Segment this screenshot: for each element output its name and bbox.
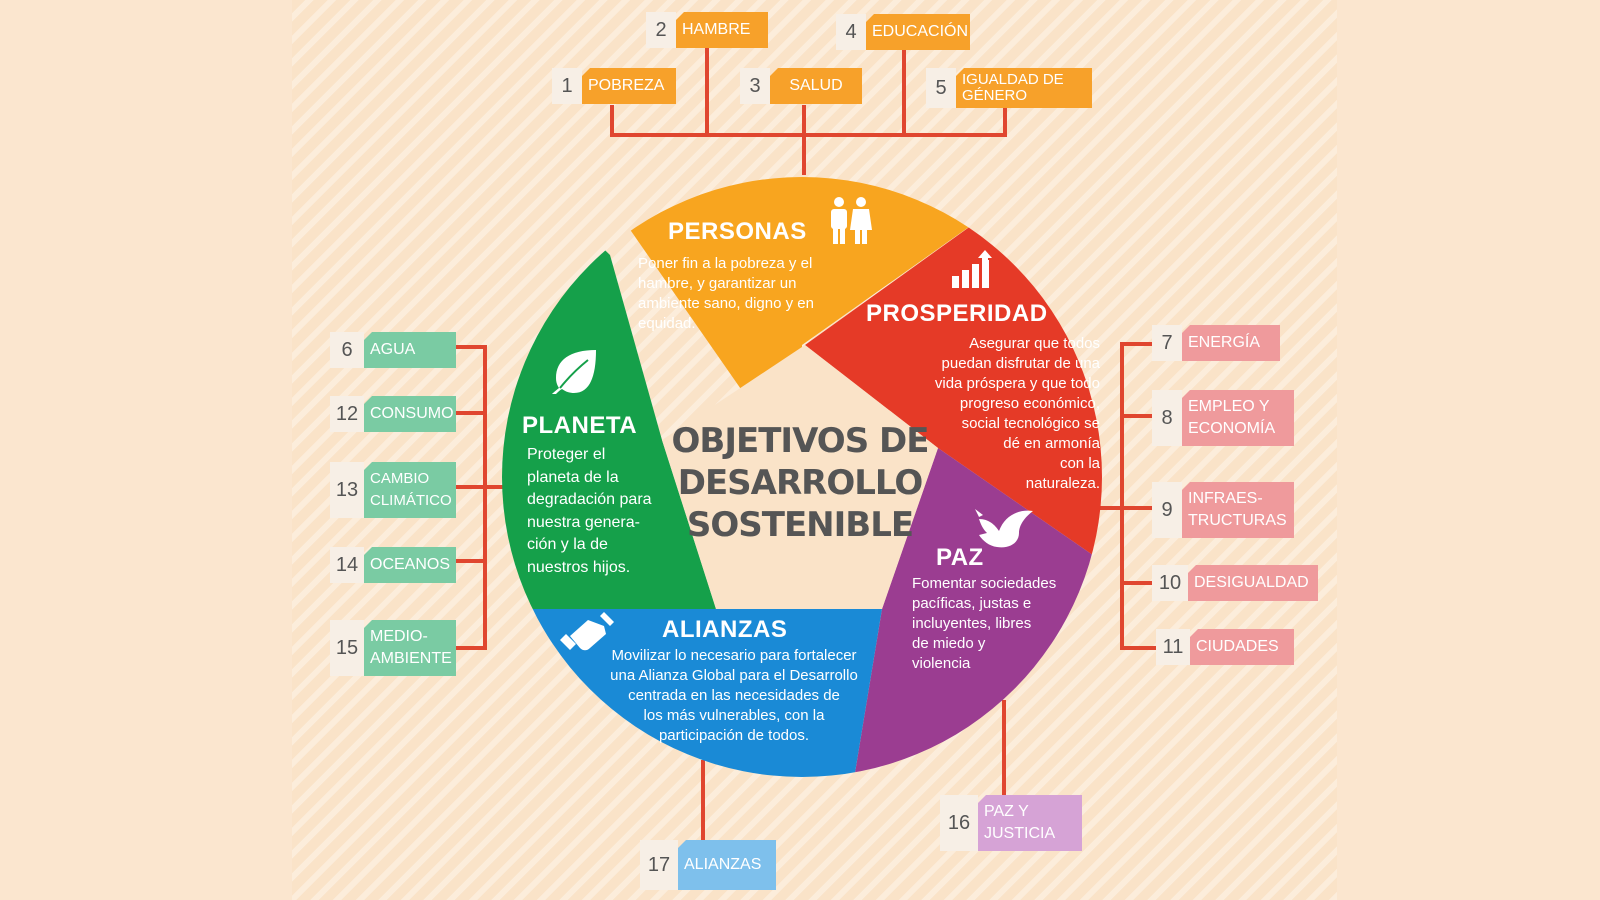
goal-number: 13: [330, 462, 364, 518]
goal-2[interactable]: 2 HAMBRE: [646, 12, 768, 48]
goal-14[interactable]: 14 OCEANOS: [330, 547, 456, 583]
goal-number: 6: [330, 332, 364, 368]
bar-chart-icon: [952, 250, 992, 288]
goal-number: 14: [330, 547, 364, 583]
goal-label: PAZ Y JUSTICIA: [978, 795, 1082, 851]
goal-label: INFRAES- TRUCTURAS: [1182, 482, 1294, 538]
goal-number: 2: [646, 12, 676, 48]
goal-label: AGUA: [364, 332, 456, 368]
paz-title: PAZ: [936, 544, 984, 571]
goal-number: 3: [740, 68, 770, 104]
goal-13[interactable]: 13 CAMBIO CLIMÁTICO: [330, 462, 456, 518]
goal-11[interactable]: 11 CIUDADES: [1156, 629, 1294, 665]
goal-label: CONSUMO: [364, 396, 456, 432]
goal-label: EMPLEO Y ECONOMÍA: [1182, 390, 1294, 446]
personas-text: Poner fin a la pobreza y el hambre, y ga…: [638, 255, 814, 332]
alianzas-title: ALIANZAS: [662, 616, 788, 643]
goal-17[interactable]: 17 ALIANZAS: [640, 840, 776, 890]
goal-number: 1: [552, 68, 582, 104]
goal-label: MEDIO- AMBIENTE: [364, 620, 456, 676]
planeta-title: PLANETA: [522, 412, 638, 439]
goal-16[interactable]: 16 PAZ Y JUSTICIA: [940, 795, 1082, 851]
goal-number: 7: [1152, 325, 1182, 361]
goal-3[interactable]: 3 SALUD: [740, 68, 862, 104]
goal-label: CAMBIO CLIMÁTICO: [364, 462, 456, 518]
goal-label: DESIGUALDAD: [1188, 565, 1318, 601]
leaf-icon: [552, 350, 596, 394]
goal-10[interactable]: 10 DESIGUALDAD: [1152, 565, 1318, 601]
prosperidad-text: Asegurar que todos puedan disfrutar de u…: [934, 335, 1100, 492]
goal-5[interactable]: 5 IGUALDAD DE GÉNERO: [926, 68, 1092, 108]
goal-15[interactable]: 15 MEDIO- AMBIENTE: [330, 620, 456, 676]
goal-number: 4: [836, 14, 866, 50]
goal-label: CIUDADES: [1190, 629, 1294, 665]
goal-label: ALIANZAS: [678, 840, 776, 890]
goal-label: POBREZA: [582, 68, 676, 104]
goal-label: HAMBRE: [676, 12, 768, 48]
goal-1[interactable]: 1 POBREZA: [552, 68, 676, 104]
goal-number: 16: [940, 795, 978, 851]
goal-8[interactable]: 8 EMPLEO Y ECONOMÍA: [1152, 390, 1294, 446]
goal-number: 10: [1152, 565, 1188, 601]
personas-title: PERSONAS: [668, 218, 807, 245]
people-icon: [831, 197, 872, 244]
goal-label: IGUALDAD DE GÉNERO: [956, 68, 1092, 108]
goal-7[interactable]: 7 ENERGÍA: [1152, 325, 1280, 361]
goal-number: 15: [330, 620, 364, 676]
goal-number: 5: [926, 68, 956, 108]
goal-label: ENERGÍA: [1182, 325, 1280, 361]
center-title: OBJETIVOS DE DESARROLLO SOSTENIBLE: [671, 421, 930, 545]
prosperidad-title: PROSPERIDAD: [866, 300, 1048, 327]
handshake-icon: [560, 612, 614, 651]
segment-paz: [834, 448, 1102, 777]
goal-4[interactable]: 4 EDUCACIÓN: [836, 14, 970, 50]
goal-number: 11: [1156, 629, 1190, 665]
center-pentagon: [662, 345, 938, 609]
paz-text: Fomentar sociedades pacíficas, justas e …: [912, 575, 1057, 672]
goal-label: EDUCACIÓN: [866, 14, 970, 50]
goal-9[interactable]: 9 INFRAES- TRUCTURAS: [1152, 482, 1294, 538]
planeta-text: Proteger el planeta de la degradación pa…: [527, 446, 652, 576]
goal-12[interactable]: 12 CONSUMO: [330, 396, 456, 432]
dove-icon: [975, 509, 1033, 548]
goal-number: 9: [1152, 482, 1182, 538]
goal-label: SALUD: [770, 68, 862, 104]
goal-label: OCEANOS: [364, 547, 456, 583]
goal-number: 17: [640, 840, 678, 890]
goal-number: 12: [330, 396, 364, 432]
goal-number: 8: [1152, 390, 1182, 446]
alianzas-text: Movilizar lo necesario para fortalecer u…: [610, 647, 858, 744]
goal-6[interactable]: 6 AGUA: [330, 332, 456, 368]
